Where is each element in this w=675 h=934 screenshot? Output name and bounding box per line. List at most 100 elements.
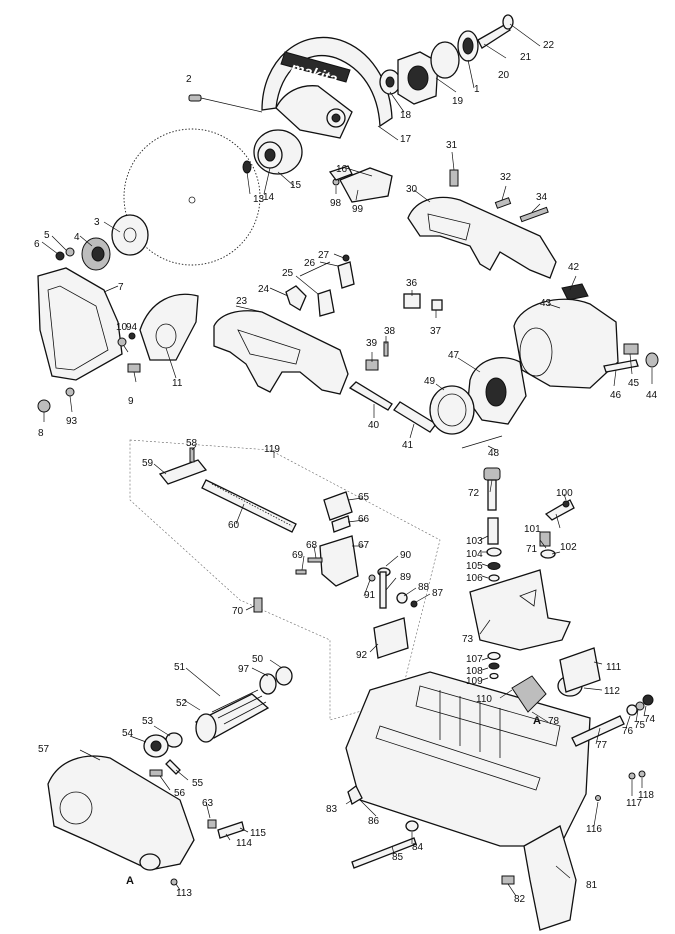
callout-11: 11: [172, 378, 183, 389]
sleeve-103: [487, 517, 499, 545]
washer-104: [486, 547, 502, 557]
callout-40: 40: [368, 420, 380, 431]
ring-87: [410, 600, 418, 608]
bushing-111: [559, 647, 601, 693]
label-42: [561, 283, 589, 301]
callout-4: 4: [74, 232, 80, 243]
callout-109: 109: [466, 676, 483, 687]
washer-76: [626, 704, 638, 716]
callout-116: 116: [586, 824, 602, 835]
lever-25: [317, 289, 335, 317]
callout-18: 18: [400, 110, 412, 121]
ring-13: [242, 160, 252, 174]
callout-75: 75: [634, 720, 646, 731]
callout-66: 66: [358, 514, 370, 525]
callout-41: 41: [402, 440, 414, 451]
inner-flange: [253, 129, 303, 175]
screw-32: [494, 197, 512, 209]
callout-68: 68: [306, 540, 318, 551]
callout-56: 56: [174, 788, 186, 799]
pin-69: [295, 569, 307, 575]
rod-77: [571, 715, 625, 747]
screw-117: [628, 772, 636, 780]
ring-91: [368, 574, 376, 582]
callout-31: 31: [446, 140, 458, 151]
callout-16: 16: [336, 164, 348, 175]
callout-55: 55: [192, 778, 204, 789]
callout-91: 91: [364, 590, 376, 601]
callout-65: 65: [358, 492, 370, 503]
armature: [194, 689, 270, 743]
callout-49: 49: [424, 376, 436, 387]
callout-112: 112: [604, 686, 620, 697]
callout-22: 22: [543, 40, 555, 51]
callout-45: 45: [628, 378, 640, 389]
switch-24: [285, 285, 307, 311]
bolt-9: [127, 363, 141, 373]
vise-nut-65: [323, 491, 353, 521]
blade-guard: makita: [261, 36, 393, 139]
callout-102: 102: [560, 542, 577, 553]
callout-84: 84: [412, 842, 424, 853]
vise-assembly-frame: [129, 439, 441, 721]
callout-106: 106: [466, 573, 483, 584]
bolt-71: [539, 531, 551, 547]
callout-81: 81: [586, 880, 598, 891]
callout-36: 36: [406, 278, 418, 289]
screw-100: [562, 500, 570, 508]
callout-25: 25: [282, 268, 294, 279]
washer-5: [65, 247, 75, 257]
callout-46: 46: [610, 390, 622, 401]
callout-108: 108: [466, 666, 483, 677]
callout-14: 14: [263, 192, 275, 203]
callout-86: 86: [368, 816, 380, 827]
pin-63: [207, 819, 217, 829]
turn-base: [345, 671, 591, 847]
leader-lines: [41, 23, 653, 897]
vise-bracket-67: [319, 535, 359, 587]
callout-77: 77: [596, 740, 608, 751]
callout-37: 37: [430, 326, 442, 337]
callout-21: 21: [520, 52, 532, 63]
callout-110: 110: [476, 694, 492, 705]
pin-68: [307, 557, 323, 563]
callout-111: 111: [606, 662, 622, 673]
callout-17: 17: [400, 134, 412, 145]
callout-74: 74: [644, 714, 656, 725]
callout-47: 47: [448, 350, 460, 361]
callout-50: 50: [252, 654, 264, 665]
screw-46: [603, 359, 639, 373]
spindle-assembly: [379, 14, 514, 105]
callout-44: 44: [646, 390, 658, 401]
callout-51: 51: [174, 662, 186, 673]
field-47: [467, 357, 527, 425]
callout-9: 9: [128, 396, 134, 407]
callout-6: 6: [34, 239, 40, 250]
washer-105: [487, 562, 501, 570]
callout-57: 57: [38, 744, 50, 755]
callout-34: 34: [536, 192, 548, 203]
vise-plate-59: [158, 459, 208, 485]
screw-48: [461, 435, 503, 449]
callout-76: 76: [622, 726, 634, 737]
callout-89: 89: [400, 572, 412, 583]
callout-24: 24: [258, 284, 270, 295]
callout-23: 23: [236, 296, 248, 307]
nut-74: [642, 694, 654, 706]
callout-60: 60: [228, 520, 240, 531]
fan-97: [259, 673, 277, 695]
lock-nut: [81, 237, 111, 271]
callout-104: 104: [466, 549, 483, 560]
callout-27: 27: [318, 250, 330, 261]
callout-2: 2: [186, 74, 192, 85]
screw-38: [383, 341, 389, 357]
vise-plate-92: [373, 617, 409, 659]
washer-109: [489, 672, 499, 680]
callout-20: 20: [498, 70, 510, 81]
callout-3: 3: [94, 217, 100, 228]
washer-107: [487, 651, 501, 661]
washer-88: [396, 592, 408, 604]
motor-housing: [407, 196, 557, 279]
bolt-72: [483, 467, 501, 511]
